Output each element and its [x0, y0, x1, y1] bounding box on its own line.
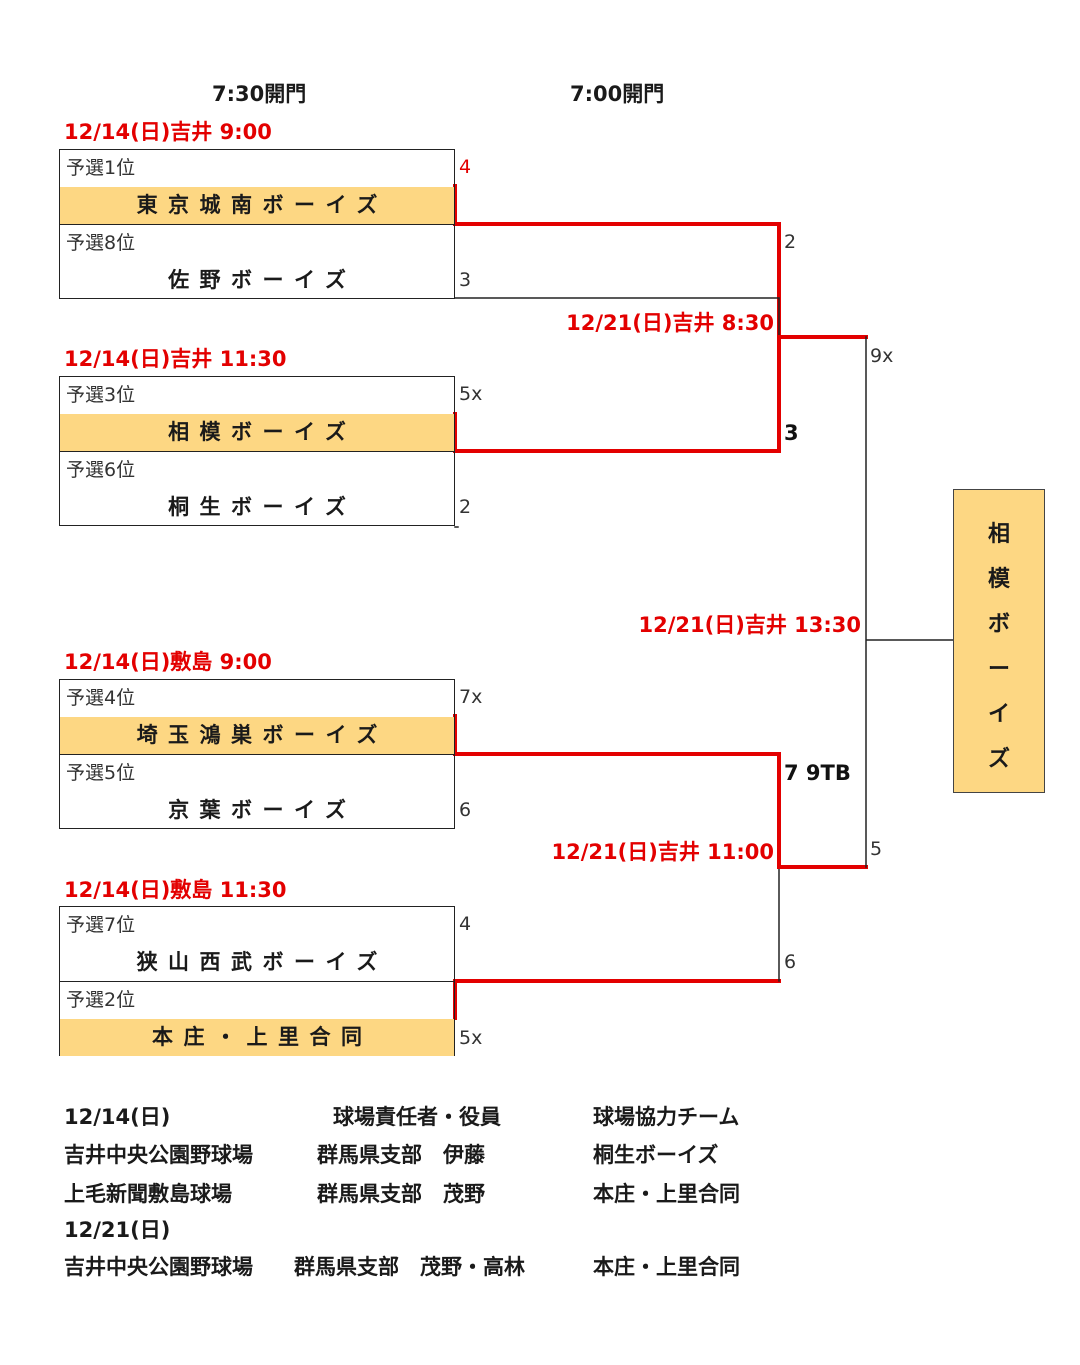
semi1-date: 12/21(日)吉井 8:30	[566, 311, 774, 335]
match4-box: 予選7位 狭山西武ボーイズ 予選2位 本庄・上里合同	[59, 906, 455, 1056]
match3-top-score: 7x	[459, 686, 483, 708]
match4-top-team: 狭山西武ボーイズ	[136, 950, 388, 974]
match1-top-score: 4	[459, 156, 472, 178]
match2-date: 12/14(日)吉井 11:30	[64, 347, 287, 371]
match2-top-seed: 予選3位	[66, 384, 136, 406]
bracket-line-match2-win	[453, 335, 781, 453]
match4-date: 12/14(日)敷島 11:30	[64, 878, 287, 902]
semi1-bottom-score: 3	[784, 421, 799, 445]
match4-top-score: 4	[459, 913, 472, 935]
info-date-1: 12/14(日)	[64, 1105, 171, 1129]
final-top-score: 9x	[870, 345, 894, 367]
info-row3-manager: 群馬県支部 茂野・高林	[294, 1255, 525, 1279]
bracket-line-match3-win	[453, 714, 781, 869]
match1-divider	[60, 224, 454, 225]
match4-bottom-team: 本庄・上里合同	[60, 1019, 454, 1056]
match1-bottom-team: 佐野ボーイズ	[168, 268, 357, 292]
info-header-team: 球場協力チーム	[593, 1105, 740, 1129]
info-header-manager: 球場責任者・役員	[333, 1105, 501, 1129]
match4-divider	[60, 981, 454, 982]
info-row2-manager: 群馬県支部 茂野	[317, 1182, 485, 1206]
match4-top-seed: 予選7位	[66, 914, 136, 936]
match1-top-team: 東京城南ボーイズ	[60, 187, 454, 224]
bracket-line-match1-win	[453, 184, 781, 339]
semi2-date: 12/21(日)吉井 11:00	[551, 840, 774, 864]
match2-bottom-team: 桐生ボーイズ	[168, 495, 357, 519]
info-row1-team: 桐生ボーイズ	[593, 1143, 719, 1167]
info-row2-venue: 上毛新聞敷島球場	[64, 1182, 232, 1206]
match4-bottom-score: 5x	[459, 1027, 483, 1049]
match2-bottom-seed: 予選6位	[66, 459, 136, 481]
bracket-line-match4-win	[453, 979, 781, 1020]
match3-bottom-score: 6	[459, 799, 472, 821]
match3-date: 12/14(日)敷島 9:00	[64, 650, 272, 674]
match4-bottom-seed: 予選2位	[66, 989, 136, 1011]
champion-team: 相 模 ボ ー イ ズ	[987, 522, 1010, 772]
match3-box: 予選4位 埼玉鴻巣ボーイズ 予選5位 京葉ボーイズ	[59, 679, 455, 829]
match2-top-team: 相模ボーイズ	[60, 414, 454, 451]
match3-top-team: 埼玉鴻巣ボーイズ	[60, 717, 454, 754]
info-date-2: 12/21(日)	[64, 1218, 171, 1242]
info-row3-venue: 吉井中央公園野球場	[64, 1255, 253, 1279]
match3-bottom-team: 京葉ボーイズ	[168, 798, 357, 822]
semi1-top-score: 2	[784, 231, 797, 253]
bracket-line-final	[865, 336, 954, 868]
info-row1-manager: 群馬県支部 伊藤	[317, 1143, 485, 1167]
match1-box: 予選1位 東京城南ボーイズ 予選8位 佐野ボーイズ	[59, 149, 455, 299]
match2-divider	[60, 451, 454, 452]
bracket-line-match1	[454, 297, 780, 338]
info-row2-team: 本庄・上里合同	[593, 1182, 740, 1206]
match2-top-score: 5x	[459, 383, 483, 405]
semi2-bottom-score: 6	[784, 951, 797, 973]
match3-divider	[60, 754, 454, 755]
final-bottom-score: 5	[870, 838, 883, 860]
match1-top-seed: 予選1位	[66, 157, 136, 179]
semi2-top-score: 7 9TB	[784, 761, 851, 785]
final-date: 12/21(日)吉井 13:30	[638, 613, 861, 637]
round2-open-time: 7:00開門	[570, 82, 665, 106]
info-row3-team: 本庄・上里合同	[593, 1255, 740, 1279]
info-row1-venue: 吉井中央公園野球場	[64, 1143, 253, 1167]
match1-bottom-seed: 予選8位	[66, 232, 136, 254]
match1-bottom-score: 3	[459, 269, 472, 291]
match2-box: 予選3位 相模ボーイズ 予選6位 桐生ボーイズ	[59, 376, 455, 526]
match1-date: 12/14(日)吉井 9:00	[64, 120, 272, 144]
round1-open-time: 7:30開門	[212, 82, 307, 106]
match2-bottom-score: 2	[459, 496, 472, 518]
champion-box: 相 模 ボ ー イ ズ	[953, 489, 1045, 793]
match3-top-seed: 予選4位	[66, 687, 136, 709]
match3-bottom-seed: 予選5位	[66, 762, 136, 784]
